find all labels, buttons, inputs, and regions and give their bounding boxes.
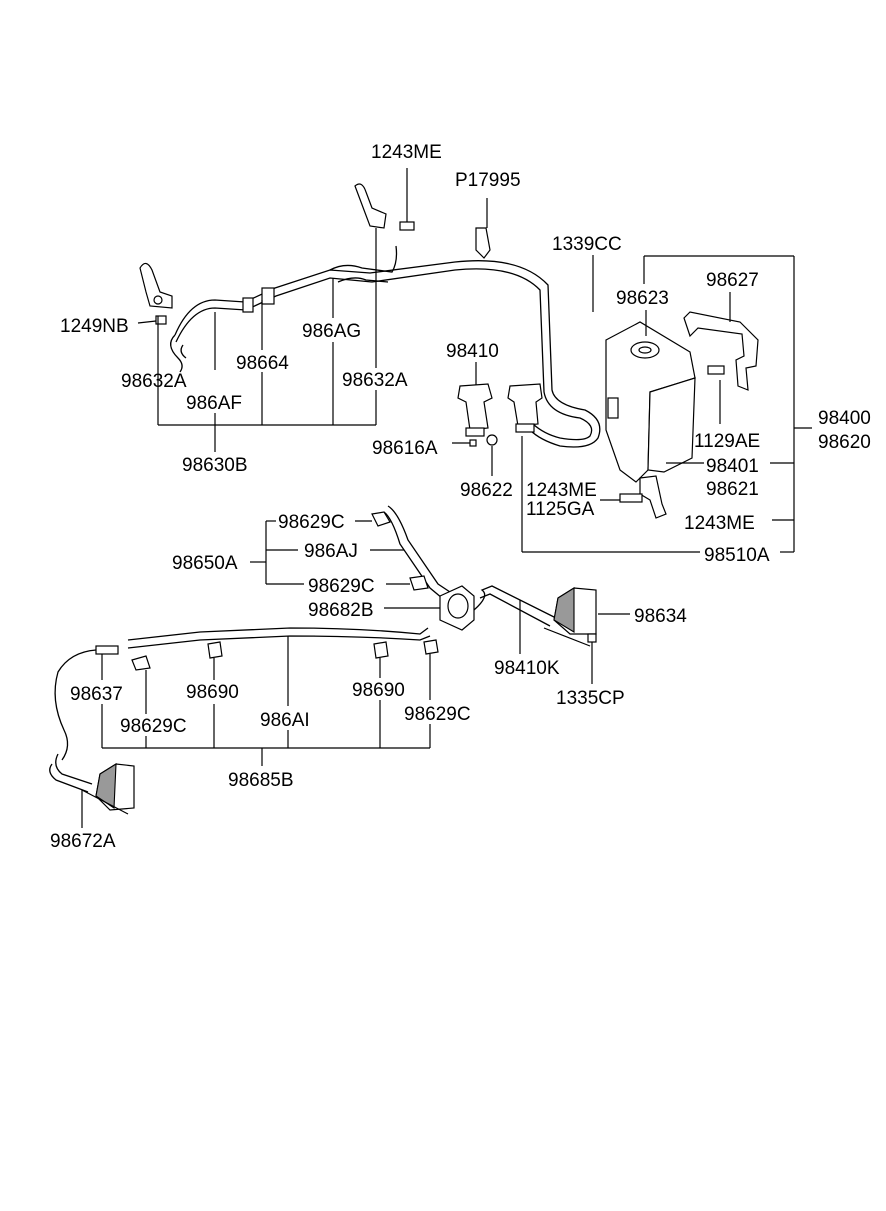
label-1339CC: 1339CC xyxy=(552,234,622,255)
label-98629C-a: 98629C xyxy=(278,512,345,533)
label-98400: 98400 xyxy=(818,408,871,429)
bolt-icon xyxy=(399,221,415,231)
bracket-icon xyxy=(683,311,759,391)
label-1125GA: 1125GA xyxy=(526,499,595,520)
label-98637: 98637 xyxy=(70,684,123,705)
label-98650A: 98650A xyxy=(172,553,238,574)
washer-pumps xyxy=(452,362,543,476)
pump-icon xyxy=(457,383,493,431)
label-98629C-d: 98629C xyxy=(404,704,471,725)
label-98410K: 98410K xyxy=(494,658,560,679)
label-98632A-left: 98632A xyxy=(121,371,187,392)
label-P17995: P17995 xyxy=(455,170,521,191)
part-labels: 1243ME P17995 1339CC 98627 98623 1249NB … xyxy=(50,142,871,852)
label-98622: 98622 xyxy=(460,480,513,501)
middle-hose-assembly xyxy=(250,505,630,684)
label-98634: 98634 xyxy=(634,606,687,627)
label-98664: 98664 xyxy=(236,353,289,374)
grommet-icon xyxy=(155,315,167,325)
pump-icon xyxy=(507,383,543,427)
clip-icon xyxy=(207,641,223,659)
label-98632A-right: 98632A xyxy=(342,370,408,391)
label-1249NB: 1249NB xyxy=(60,316,129,337)
label-986AG: 986AG xyxy=(302,321,361,342)
label-98616A: 98616A xyxy=(372,438,438,459)
upper-hose-assembly xyxy=(139,183,601,448)
lower-hose-assembly xyxy=(49,627,439,828)
grommet-icon xyxy=(486,434,498,446)
label-1335CP: 1335CP xyxy=(556,688,625,709)
label-98690-a: 98690 xyxy=(186,682,239,703)
label-98510A: 98510A xyxy=(704,545,770,566)
nozzle-clip-left xyxy=(139,262,173,309)
washer-reservoir xyxy=(521,255,812,553)
clip-icon xyxy=(131,655,151,671)
label-98621: 98621 xyxy=(706,479,759,500)
clip-icon xyxy=(373,641,389,659)
bolt-icon xyxy=(707,365,725,375)
nut-icon xyxy=(587,633,597,643)
label-98690-b: 98690 xyxy=(352,680,405,701)
nozzle-clip-right xyxy=(354,183,387,229)
label-98685B: 98685B xyxy=(228,770,294,791)
label-98629C-b: 98629C xyxy=(308,576,375,597)
bolt-icon xyxy=(619,493,643,503)
hose-joint xyxy=(242,297,254,313)
label-98672A: 98672A xyxy=(50,831,116,852)
label-986AI: 986AI xyxy=(260,710,310,731)
seal-icon xyxy=(469,439,477,447)
label-98627: 98627 xyxy=(706,270,759,291)
hose-joint xyxy=(261,287,275,305)
label-98410: 98410 xyxy=(446,341,499,362)
connector-icon xyxy=(95,645,119,655)
label-98682B: 98682B xyxy=(308,600,374,621)
label-98629C-c: 98629C xyxy=(120,716,187,737)
label-98620: 98620 xyxy=(818,432,871,453)
clip-icon xyxy=(371,511,391,527)
label-1243ME-mid: 1243ME xyxy=(526,480,597,501)
label-986AJ: 986AJ xyxy=(304,541,358,562)
label-98623: 98623 xyxy=(616,288,669,309)
label-986AF: 986AF xyxy=(186,393,242,414)
label-1243ME-right: 1243ME xyxy=(684,513,755,534)
top-leaders xyxy=(137,168,594,452)
label-98630B: 98630B xyxy=(182,455,248,476)
clip-icon xyxy=(423,639,439,655)
label-1243ME-top: 1243ME xyxy=(371,142,442,163)
clip-icon xyxy=(409,575,429,591)
label-98401: 98401 xyxy=(706,456,759,477)
clip-icon xyxy=(475,227,491,259)
label-1129AE: 1129AE xyxy=(694,431,760,452)
